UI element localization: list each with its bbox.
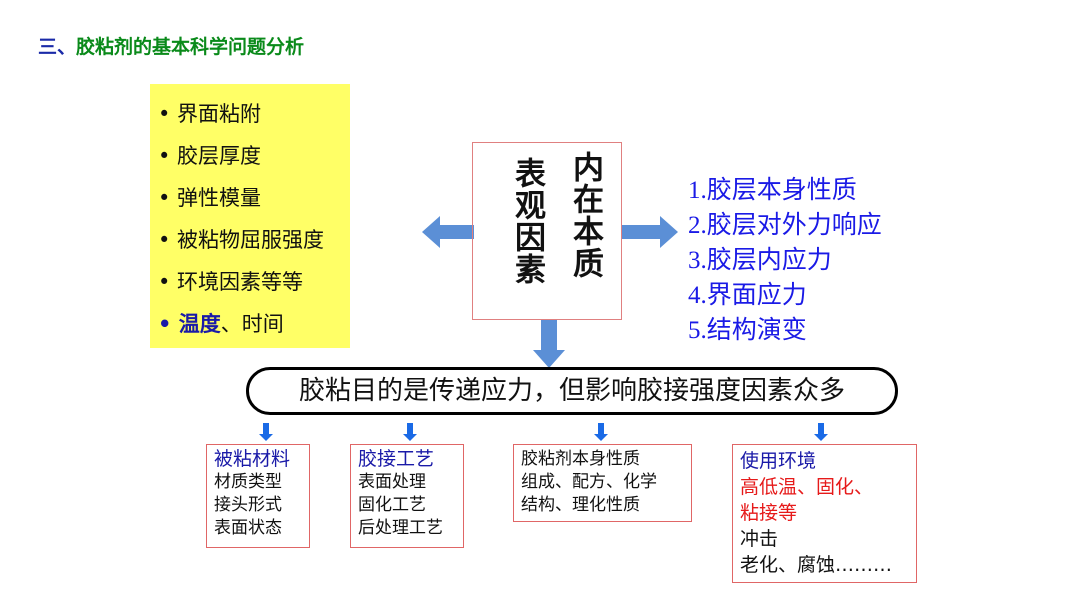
box-line: 冲击 bbox=[740, 528, 779, 550]
box-title: 使用环境 bbox=[740, 450, 817, 472]
factor-box-process: 胶接工艺 表面处理 固化工艺 后处理工艺 bbox=[350, 444, 464, 548]
slide-title: 三、胶粘剂的基本科学问题分析 bbox=[38, 32, 304, 59]
box-line: 材质类型 bbox=[214, 472, 282, 492]
title-number: 三、 bbox=[38, 36, 77, 58]
box-line: 后处理工艺 bbox=[358, 518, 443, 538]
box-highlight: 粘接等 bbox=[740, 502, 798, 524]
highlight-text: • 温度 bbox=[158, 312, 221, 336]
box-line: 表面处理 bbox=[358, 472, 426, 492]
list-item: 2.胶层对外力响应 bbox=[688, 212, 882, 239]
list-item: 5.结构演变 bbox=[688, 317, 807, 344]
box-title: 被粘材料 bbox=[214, 448, 291, 470]
factor-box-adhesive: 胶粘剂本身性质 组成、配方、化学 结构、理化性质 bbox=[513, 444, 692, 522]
list-item: • 环境因素等等 bbox=[158, 270, 304, 294]
box-line: 表面状态 bbox=[214, 518, 282, 538]
box-title: 胶接工艺 bbox=[358, 448, 435, 470]
center-concept-box: 内在本质 表观因素 bbox=[472, 142, 622, 320]
factor-box-environment: 使用环境 高低温、固化、 粘接等 冲击 老化、腐蚀……… bbox=[732, 444, 917, 583]
summary-banner: 胶粘目的是传递应力，但影响胶接强度因素众多 bbox=[246, 367, 898, 415]
down-arrow-icon bbox=[594, 423, 608, 441]
list-item: 4.界面应力 bbox=[688, 282, 807, 309]
box-line: 结构、理化性质 bbox=[521, 495, 640, 515]
list-item: 3.胶层内应力 bbox=[688, 247, 832, 274]
apparent-factors-list: • 界面粘附 • 胶层厚度 • 弹性模量 • 被粘物屈服强度 • 环境因素等等 … bbox=[150, 84, 350, 348]
left-arrow-icon bbox=[422, 216, 474, 248]
list-item: • 胶层厚度 bbox=[158, 144, 262, 168]
intrinsic-nature-label: 内在本质 bbox=[567, 151, 603, 279]
list-item: • 弹性模量 bbox=[158, 186, 262, 210]
list-item-text: 、时间 bbox=[220, 312, 284, 336]
box-line: 固化工艺 bbox=[358, 495, 426, 515]
down-arrow-icon bbox=[814, 423, 828, 441]
box-highlight: 高低温、固化、 bbox=[740, 476, 874, 498]
list-item: • 温度、时间 bbox=[158, 308, 284, 338]
box-line: 接头形式 bbox=[214, 495, 282, 515]
box-line: 胶粘剂本身性质 bbox=[521, 449, 640, 469]
title-text: 胶粘剂的基本科学问题分析 bbox=[76, 36, 305, 58]
factor-box-adherend: 被粘材料 材质类型 接头形式 表面状态 bbox=[206, 444, 310, 548]
box-line: 组成、配方、化学 bbox=[521, 472, 657, 492]
down-arrow-icon bbox=[403, 423, 417, 441]
down-arrow-icon bbox=[259, 423, 273, 441]
list-item: 1.胶层本身性质 bbox=[688, 177, 857, 204]
list-item: • 界面粘附 bbox=[158, 102, 262, 126]
box-line: 老化、腐蚀……… bbox=[740, 554, 893, 576]
right-arrow-icon bbox=[622, 216, 678, 248]
list-item: • 被粘物屈服强度 bbox=[158, 228, 325, 252]
down-arrow-icon bbox=[533, 320, 565, 368]
apparent-factors-label: 表观因素 bbox=[509, 157, 545, 285]
